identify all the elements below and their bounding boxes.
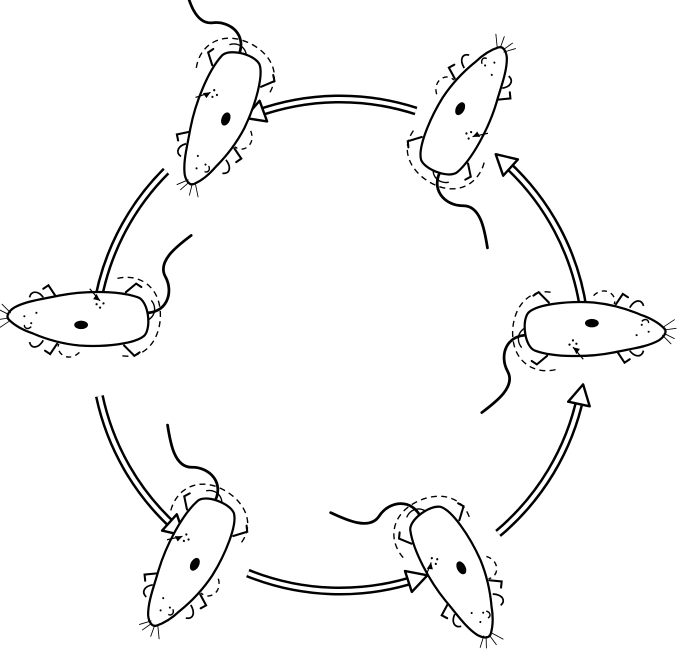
arrowhead-icon: [405, 571, 427, 592]
cycle-arrow: [99, 396, 184, 536]
rat-icon-top-left: [111, 0, 297, 209]
cycle-arrow: [248, 571, 428, 592]
rat-icon-left: [0, 235, 191, 357]
arrowhead-icon: [568, 384, 590, 406]
cycle-arrow: [496, 154, 584, 311]
rat-icon-bottom-left: [76, 425, 275, 654]
cycle-arrow: [245, 99, 416, 121]
rat-icon-bottom-right: [331, 456, 530, 660]
cycle-arrow: [498, 384, 590, 533]
